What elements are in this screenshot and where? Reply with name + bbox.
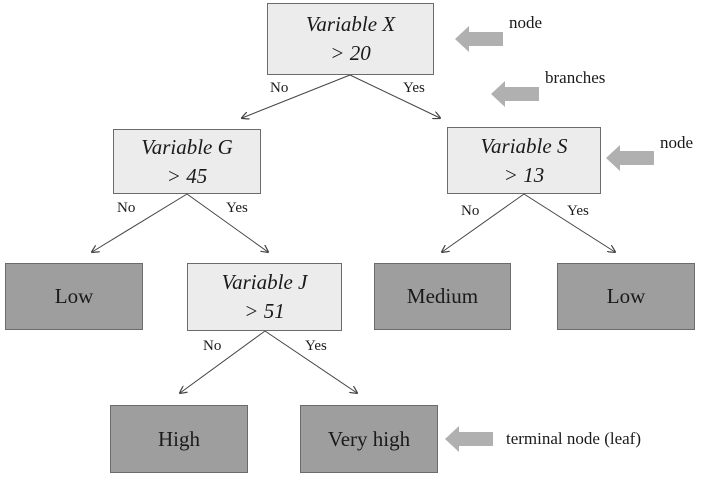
- edge-s-no: [442, 193, 525, 252]
- edge-j-yes: [264, 330, 357, 393]
- pointer-arrow-icon: [455, 26, 503, 52]
- branch-label-no: No: [117, 200, 136, 216]
- leaf-high: High: [110, 405, 248, 473]
- branch-label-no: No: [203, 338, 222, 354]
- leaf-low-s: Low: [557, 263, 695, 330]
- edge-j-no: [180, 330, 266, 393]
- branch-label-yes: Yes: [403, 80, 425, 96]
- branch-label-no: No: [270, 80, 289, 96]
- branch-label-yes: Yes: [305, 338, 327, 354]
- branch-label-no: No: [461, 203, 480, 219]
- node-variable: Variable X: [305, 12, 396, 36]
- node-variable-s: Variable S > 13: [447, 127, 601, 194]
- annotation-branches: branches: [545, 68, 606, 87]
- leaf-medium: Medium: [374, 263, 511, 330]
- node-variable-g: Variable G > 45: [113, 129, 261, 194]
- node-condition: > 13: [503, 162, 545, 187]
- node-condition: > 45: [166, 163, 208, 188]
- leaf-label: Medium: [406, 284, 479, 308]
- edge-g-no: [92, 193, 188, 252]
- edge-s-yes: [523, 193, 615, 252]
- edge-x-no: [242, 74, 351, 118]
- leaf-label: Low: [606, 284, 646, 308]
- edge-g-yes: [186, 193, 268, 252]
- node-condition: > 51: [244, 299, 285, 323]
- leaf-label: High: [158, 426, 200, 451]
- pointer-arrow-icon: [491, 81, 539, 107]
- branch-label-yes: Yes: [226, 200, 248, 216]
- pointer-arrow-icon: [606, 145, 654, 171]
- node-variable: Variable S: [480, 133, 568, 158]
- leaf-label: Very high: [327, 426, 411, 451]
- node-variable-j: Variable J > 51: [187, 263, 342, 331]
- node-variable: Variable J: [221, 270, 308, 294]
- node-condition: > 20: [330, 41, 371, 65]
- leaf-label: Low: [54, 284, 94, 308]
- node-variable-x: Variable X > 20: [267, 3, 434, 75]
- branch-label-yes: Yes: [567, 203, 589, 219]
- annotation-node: node: [509, 13, 543, 32]
- annotation-node: node: [660, 133, 694, 152]
- pointer-arrow-icon: [445, 426, 493, 452]
- leaf-very-high: Very high: [300, 405, 438, 473]
- node-variable: Variable G: [141, 134, 233, 159]
- annotation-terminal-node: terminal node (leaf): [506, 429, 641, 448]
- edge-x-yes: [349, 74, 440, 118]
- leaf-low-g: Low: [5, 263, 143, 330]
